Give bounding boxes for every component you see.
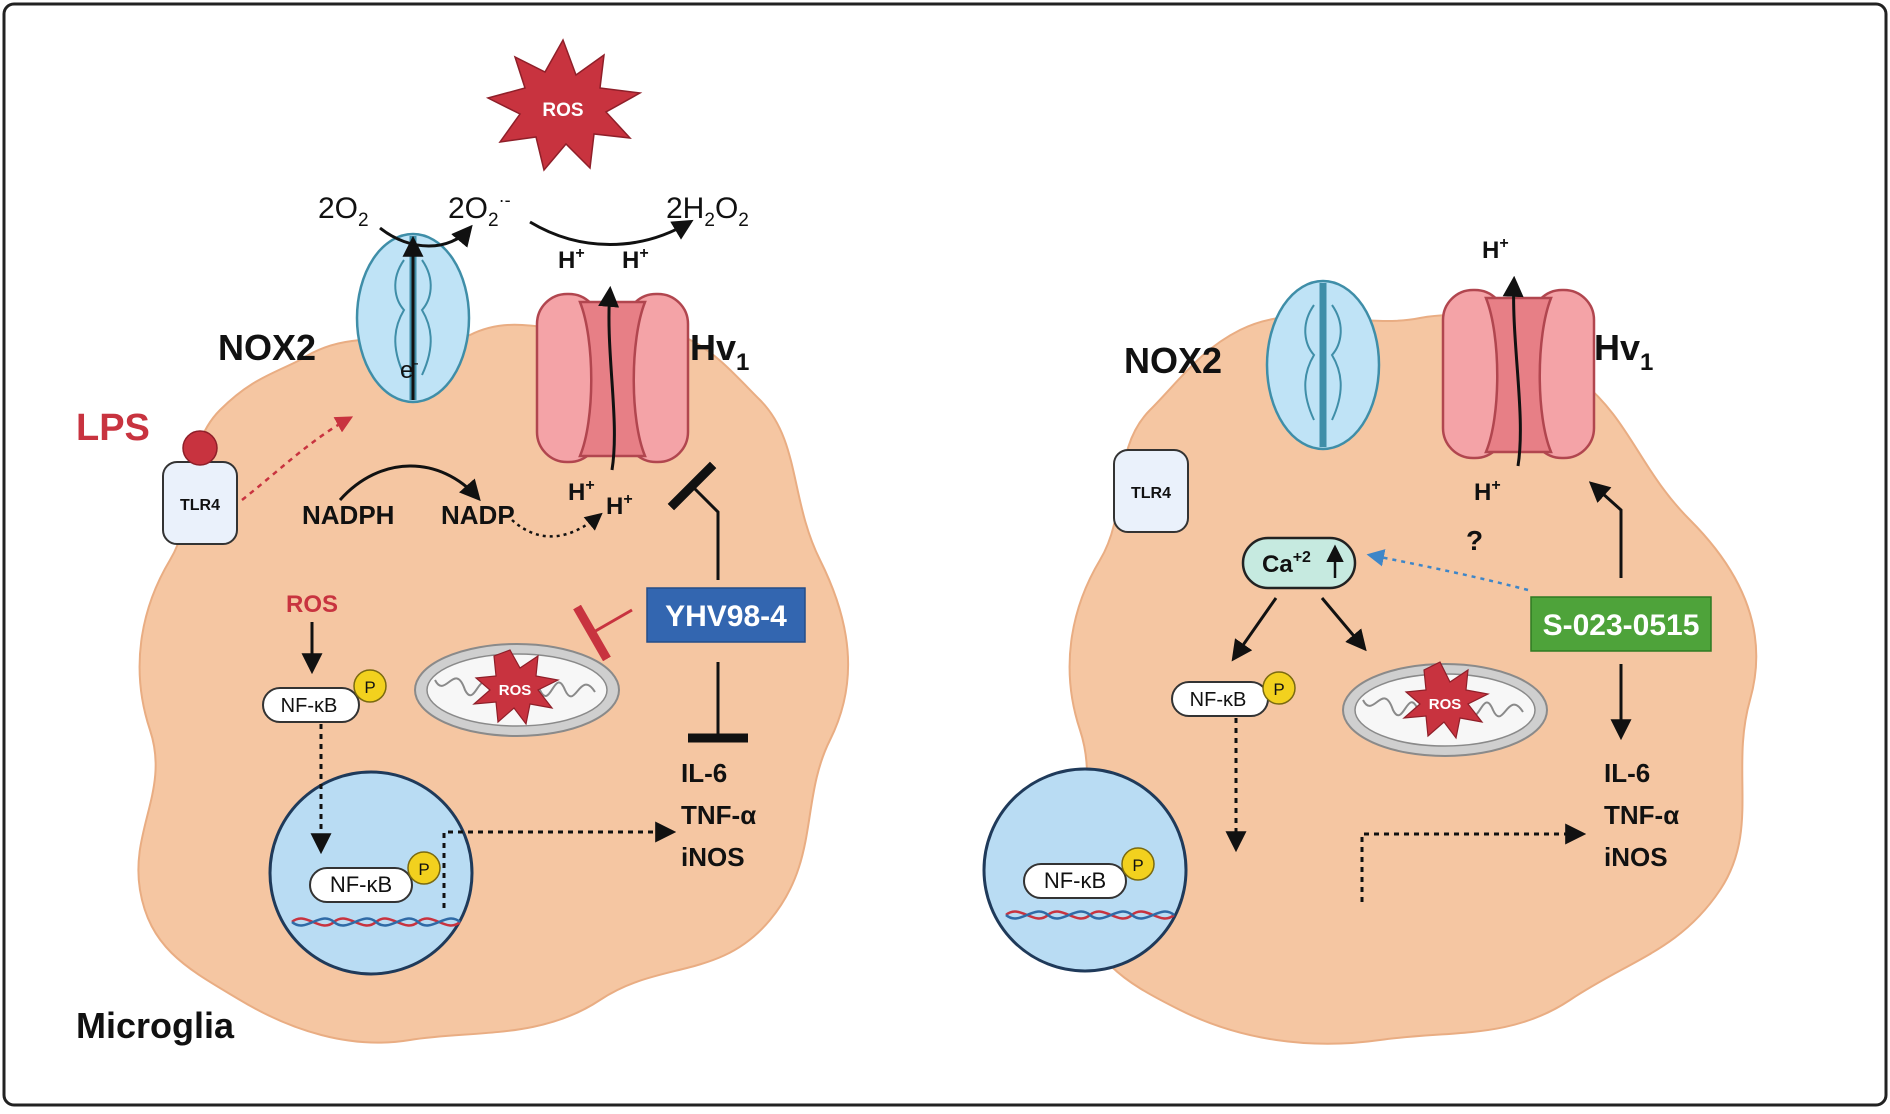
yhv98-mito-inhibition <box>573 604 633 662</box>
left-h-bottom-1: H+ <box>568 477 595 506</box>
right-cytokine-3: iNOS <box>1604 842 1668 872</box>
question-mark: ? <box>1466 525 1483 556</box>
left-mitochondrion: ROS <box>414 643 620 737</box>
right-nucleus-p-label: P <box>1132 856 1143 875</box>
lps-activation-arrow <box>241 416 354 501</box>
top-ros-label: ROS <box>542 100 583 121</box>
right-transcription-arrow <box>1360 823 1587 902</box>
yhv98-4-box: YHV98-4 <box>646 587 806 643</box>
right-tlr4-label: TLR4 <box>1131 485 1171 502</box>
right-nfkb-label: NF-κB <box>1190 689 1247 711</box>
left-hv1-label: Hv1 <box>690 327 749 376</box>
drug-to-hv1-arrow <box>1588 481 1623 578</box>
left-nfkb-label: NF-κB <box>281 695 338 717</box>
right-panel: H+ NOX2 Hv1 TLR4 H+ Ca+2 ? S-023-0515 N <box>982 235 1758 1045</box>
microglia-label: Microglia <box>76 1005 235 1046</box>
left-nox2-channel <box>355 232 471 404</box>
right-nucleus-nfkb-label: NF-κB <box>1044 868 1106 893</box>
left-h-top-1: H+ <box>558 245 585 274</box>
left-cytokine-3: iNOS <box>681 842 745 872</box>
s-023-0515-box: S-023-0515 <box>1530 596 1712 652</box>
s-023-0515-label: S-023-0515 <box>1543 609 1700 642</box>
nadph-to-nadp-arrow <box>338 464 481 502</box>
left-h-bottom-2: H+ <box>606 491 633 520</box>
left-nox2-label: NOX2 <box>218 327 316 368</box>
o2-to-superoxide-arrow <box>379 224 473 248</box>
right-cytokine-2: TNF-α <box>1604 800 1679 830</box>
left-cytokine-2: TNF-α <box>681 800 756 830</box>
left-mito-ros-label: ROS <box>499 682 532 699</box>
left-panel: e- ROS 2O2 2O2·- 2H2O2 H+ H+ NOX2 Hv1 LP… <box>76 38 850 1046</box>
left-nfkb-cytoplasm: NF-κB P <box>262 669 387 723</box>
calcium-to-mito-arrow <box>1320 597 1367 652</box>
calcium-label: Ca+2 <box>1262 549 1311 578</box>
left-hv1-channel <box>535 285 690 471</box>
left-h-top-2: H+ <box>622 245 649 274</box>
left-ros-label: ROS <box>286 591 338 618</box>
right-tlr4-receptor: TLR4 <box>1113 449 1189 533</box>
left-p-label: P <box>364 678 375 697</box>
calcium-to-nfkb-arrow <box>1231 597 1278 662</box>
left-nucleus-p-label: P <box>418 860 429 879</box>
left-tlr4-label: TLR4 <box>180 497 220 514</box>
right-hv1-label: Hv1 <box>1594 327 1653 376</box>
nadp-label: NADP <box>441 500 515 530</box>
left-electron-label: e- <box>400 355 419 384</box>
drug-to-calcium-arrow <box>1366 549 1529 592</box>
o2-label: 2O2 <box>318 192 369 231</box>
right-nucleus: NF-κB P <box>982 767 1188 973</box>
superoxide-to-h2o2-arrow <box>529 219 694 246</box>
right-mito-ros-label: ROS <box>1429 696 1462 713</box>
left-cytokine-1: IL-6 <box>681 758 727 788</box>
yhv98-hv1-inhibition <box>667 461 720 580</box>
lps-label: LPS <box>76 407 150 449</box>
right-h-top: H+ <box>1482 235 1509 264</box>
right-mitochondrion: ROS <box>1342 661 1548 757</box>
left-nucleus: NF-κB P <box>268 770 474 976</box>
superoxide-label: 2O2·- <box>448 190 511 231</box>
yhv98-4-label: YHV98-4 <box>665 600 787 633</box>
right-hv1-channel <box>1441 275 1596 467</box>
nadph-label: NADPH <box>302 500 394 530</box>
calcium-box: Ca+2 <box>1241 536 1357 590</box>
left-tlr4-receptor: TLR4 <box>162 430 238 545</box>
right-cytokine-1: IL-6 <box>1604 758 1650 788</box>
right-nox2-label: NOX2 <box>1124 340 1222 381</box>
right-p-label: P <box>1273 680 1284 699</box>
top-ros-burst: ROS <box>485 38 643 172</box>
right-nox2-channel <box>1265 279 1381 451</box>
nadp-proton-arrow <box>511 512 603 538</box>
left-nucleus-nfkb-label: NF-κB <box>330 872 392 897</box>
right-h-bottom: H+ <box>1474 477 1501 506</box>
h2o2-label: 2H2O2 <box>666 192 749 231</box>
right-nfkb-cytoplasm: NF-κB P <box>1171 671 1296 717</box>
